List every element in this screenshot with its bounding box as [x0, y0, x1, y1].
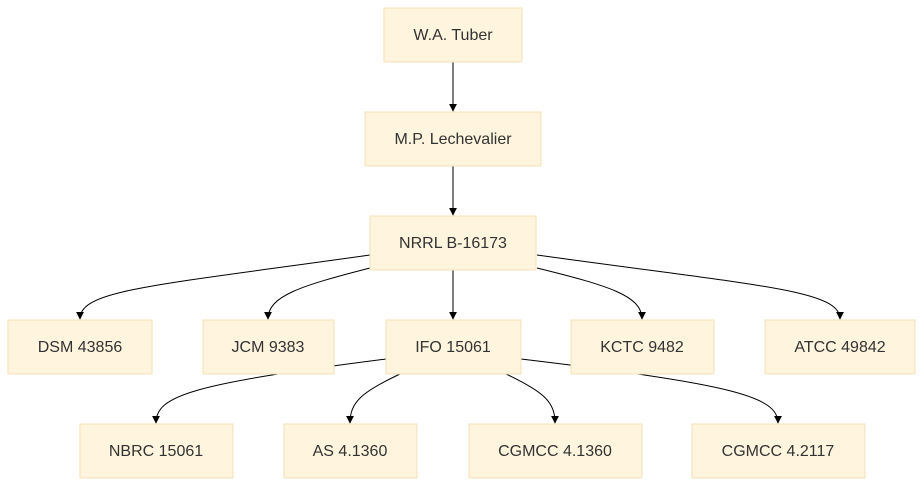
edge-nrrl-kctc	[536, 267, 646, 320]
node-w-a-tuber: W.A. Tuber	[383, 7, 523, 63]
node-label: M.P. Lechevalier	[394, 131, 512, 148]
edge-nrrl-dsm	[76, 254, 371, 320]
edge-ifo-cgmcc1	[505, 373, 559, 424]
node-label: KCTC 9482	[600, 339, 684, 356]
node-atcc-49842: ATCC 49842	[764, 319, 916, 375]
node-nrrl-b-16173: NRRL B-16173	[369, 215, 537, 271]
edge-nrrl-jcm	[264, 267, 371, 320]
node-as-4-1360: AS 4.1360	[283, 423, 418, 479]
node-label: DSM 43856	[38, 339, 123, 356]
node-kctc-9482: KCTC 9482	[570, 319, 715, 375]
node-cgmcc-4-1360: CGMCC 4.1360	[468, 423, 643, 479]
edge-ifo-as	[346, 373, 401, 424]
node-m-p-lechevalier: M.P. Lechevalier	[364, 111, 542, 167]
node-label: NBRC 15061	[109, 443, 203, 460]
node-ifo-15061: IFO 15061	[385, 319, 522, 375]
node-label: JCM 9383	[232, 339, 305, 356]
node-label: W.A. Tuber	[413, 27, 493, 44]
node-label: CGMCC 4.2117	[722, 443, 835, 460]
node-label: CGMCC 4.1360	[498, 443, 612, 460]
node-nbrc-15061: NBRC 15061	[79, 423, 234, 479]
node-label: ATCC 49842	[794, 339, 885, 356]
node-jcm-9383: JCM 9383	[202, 319, 335, 375]
edge-nrrl-atcc	[536, 254, 844, 320]
node-label: NRRL B-16173	[399, 235, 507, 252]
node-dsm-43856: DSM 43856	[7, 319, 153, 375]
node-label: AS 4.1360	[313, 443, 388, 460]
node-label: IFO 15061	[415, 339, 491, 356]
node-cgmcc-4-2117: CGMCC 4.2117	[691, 423, 866, 479]
